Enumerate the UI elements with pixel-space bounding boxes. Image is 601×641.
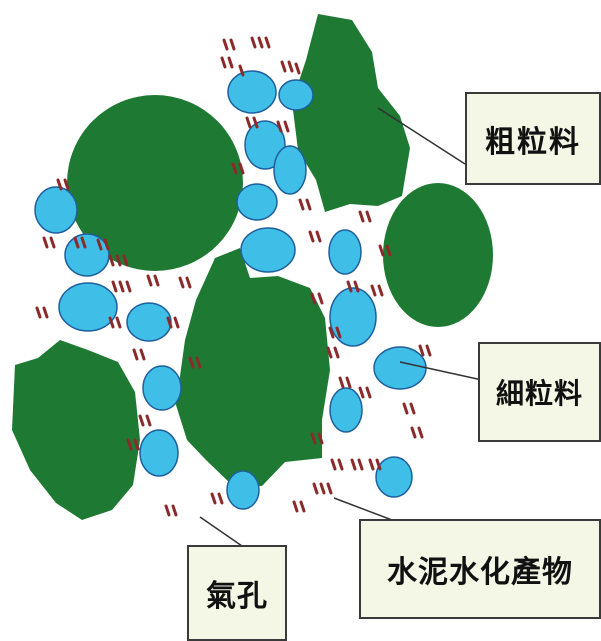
hydration-products-label: 水泥水化產物 [359, 519, 601, 619]
leader-line-pore [199, 516, 243, 547]
fine-aggregate-particle [240, 227, 296, 273]
fine-aggregate-particle [375, 456, 413, 498]
coarse-aggregate-label: 粗粒料 [465, 92, 601, 185]
coarse-aggregate-particle [383, 183, 493, 327]
fine-aggregate-particle [227, 70, 277, 114]
leader-line-hydration [333, 497, 393, 521]
fine-aggregate-particle [139, 429, 179, 477]
fine-aggregate-particle [34, 186, 78, 234]
leader-line-coarse [377, 107, 466, 165]
coarse-aggregate-particle [67, 95, 243, 271]
coarse-aggregate-particle [12, 340, 140, 520]
leader-lines [199, 107, 483, 547]
leader-line-fine [399, 361, 483, 381]
fine-aggregate-particle [64, 233, 110, 277]
air-pores-label: 氣孔 [187, 545, 287, 641]
fine-aggregate-particle [58, 282, 118, 332]
fine-aggregate-particle [226, 470, 260, 510]
fine-aggregate-particle [244, 120, 286, 170]
fine-aggregate-label: 細粒料 [478, 342, 601, 442]
fine-aggregate-particle [278, 79, 314, 111]
fine-aggregate-particle [329, 387, 363, 433]
fine-aggregate-particle [126, 302, 172, 342]
coarse-aggregate-particle [176, 248, 330, 486]
coarse-aggregate-group [12, 14, 493, 520]
fine-aggregate-particle [273, 145, 307, 195]
coarse-aggregate-particle [292, 14, 410, 212]
fine-aggregate-particle [329, 287, 377, 347]
fine-aggregate-particle [236, 183, 278, 221]
fine-aggregate-particle [373, 346, 427, 390]
fine-aggregate-particle [142, 365, 182, 411]
fine-aggregate-group [34, 70, 427, 510]
fine-aggregate-particle [328, 229, 362, 275]
hydration-product-marks [35, 36, 432, 517]
